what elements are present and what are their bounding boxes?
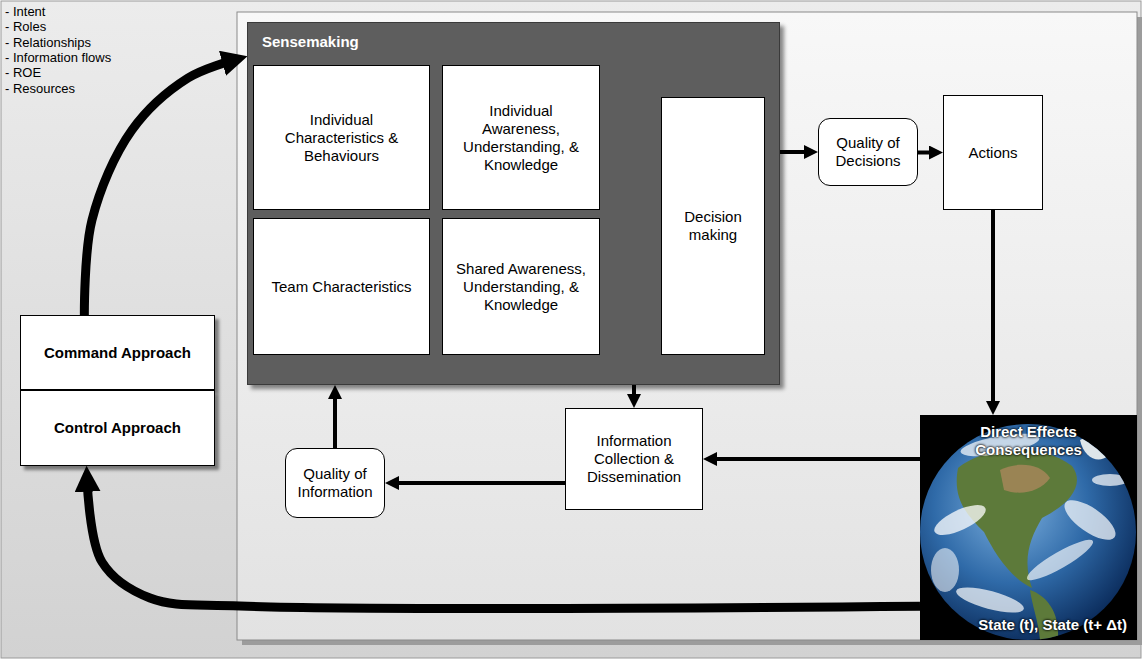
approach-box: Command Approach [20, 315, 215, 390]
list-item: - Relationships [5, 35, 91, 50]
process-box: Individual Awareness, Understanding, & K… [442, 65, 600, 210]
process-box: Actions [943, 95, 1043, 210]
globe [920, 424, 1136, 640]
node-text: Control Approach [54, 419, 181, 437]
cloud [1092, 474, 1128, 486]
node-text: Quality of Decisions [827, 134, 909, 170]
node-text: Team Characteristics [271, 278, 411, 296]
approach-box: Control Approach [20, 390, 215, 466]
inner-panel [237, 12, 1137, 640]
cloud [1059, 493, 1122, 547]
list-item: - Resources [5, 81, 75, 96]
earth-illustration [920, 415, 1137, 640]
node-text: Shared Awareness, Understanding, & Knowl… [451, 260, 591, 314]
earth-background [920, 415, 1137, 640]
list-item: - Intent [5, 4, 45, 19]
node-text: Sensemaking [262, 33, 359, 50]
flow-arrow [918, 151, 935, 155]
greenland [1080, 437, 1109, 460]
list-item: - Information flows [5, 50, 111, 65]
node-text: Individual Characteristics & Behaviours [262, 111, 421, 165]
feedback-arrow [87, 481, 920, 608]
cloud [931, 548, 959, 592]
process-box: Individual Characteristics & Behaviours [253, 65, 430, 210]
cloud [1023, 534, 1097, 586]
process-box: Shared Awareness, Understanding, & Knowl… [442, 218, 600, 355]
node-text: Decision making [670, 208, 756, 244]
node-text: Individual Awareness, Understanding, & K… [451, 102, 591, 174]
node-text: Actions [968, 144, 1017, 162]
node-text: Quality of Information [294, 465, 376, 501]
process-box: Information Collection & Dissemination [565, 408, 703, 510]
list-item: - ROE [5, 65, 41, 80]
cloud [930, 499, 989, 541]
list-item: - Roles [5, 19, 46, 34]
process-box: Team Characteristics [253, 218, 430, 355]
flow-arrow [711, 457, 920, 461]
group-panel: SensemakingIndividual Characteristics & … [247, 22, 780, 385]
node-subtext: State (t), State (t+ Δt) [978, 616, 1127, 634]
earth-box: Direct Effects ConsequencesState (t), St… [920, 415, 1137, 640]
flow-arrow [393, 481, 565, 485]
node-text: Command Approach [44, 344, 191, 362]
node-text: Direct Effects Consequences [959, 423, 1099, 459]
node-text: Information Collection & Dissemination [574, 432, 694, 486]
cloud [954, 582, 1026, 618]
flow-arrow [991, 210, 995, 407]
quality-box: Quality of Information [285, 448, 385, 518]
flow-arrow [632, 385, 636, 400]
process-box: Decision making [661, 97, 765, 355]
continent-desert [1000, 465, 1050, 493]
quality-box: Quality of Decisions [818, 118, 918, 186]
flow-arrow [333, 393, 337, 448]
feedback-arrow [84, 60, 232, 315]
